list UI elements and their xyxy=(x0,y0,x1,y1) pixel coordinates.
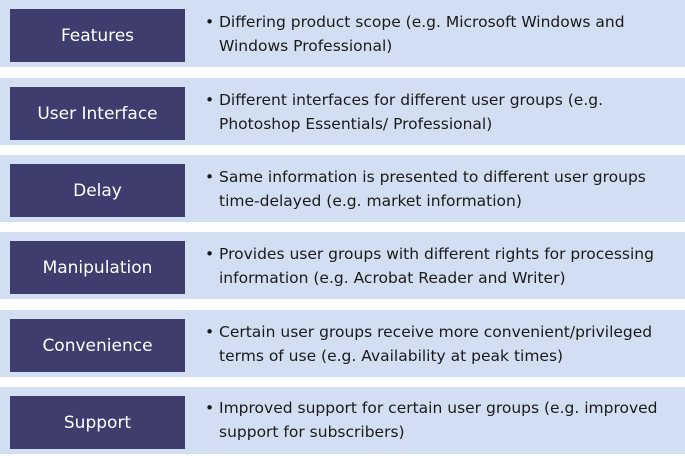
row-manipulation: Manipulation • Provides user groups with… xyxy=(0,232,685,299)
bullet-icon: • xyxy=(205,245,215,263)
label-delay: Delay xyxy=(10,164,185,217)
description-manipulation: • Provides user groups with different ri… xyxy=(205,242,675,290)
description-text: Certain user groups receive more conveni… xyxy=(219,323,653,365)
row-user-interface: User Interface • Different interfaces fo… xyxy=(0,78,685,145)
description-user-interface: • Different interfaces for different use… xyxy=(205,88,675,136)
row-convenience: Convenience • Certain user groups receiv… xyxy=(0,310,685,377)
description-features: • Differing product scope (e.g. Microsof… xyxy=(205,10,675,58)
bullet-icon: • xyxy=(205,399,215,417)
description-text: Different interfaces for different user … xyxy=(219,91,604,133)
bullet-icon: • xyxy=(205,91,215,109)
description-convenience: • Certain user groups receive more conve… xyxy=(205,320,675,368)
label-support: Support xyxy=(10,396,185,449)
description-delay: • Same information is presented to diffe… xyxy=(205,165,675,213)
label-features: Features xyxy=(10,9,185,62)
description-text: Provides user groups with different righ… xyxy=(219,245,654,287)
description-support: • Improved support for certain user grou… xyxy=(205,396,675,444)
description-text: Same information is presented to differe… xyxy=(219,168,646,210)
bullet-icon: • xyxy=(205,323,215,341)
row-support: Support • Improved support for certain u… xyxy=(0,387,685,454)
description-text: Improved support for certain user groups… xyxy=(219,399,658,441)
row-features: Features • Differing product scope (e.g.… xyxy=(0,0,685,67)
bullet-icon: • xyxy=(205,13,215,31)
description-text: Differing product scope (e.g. Microsoft … xyxy=(219,13,625,55)
label-user-interface: User Interface xyxy=(10,87,185,140)
label-convenience: Convenience xyxy=(10,319,185,372)
row-delay: Delay • Same information is presented to… xyxy=(0,155,685,222)
label-manipulation: Manipulation xyxy=(10,241,185,294)
bullet-icon: • xyxy=(205,168,215,186)
